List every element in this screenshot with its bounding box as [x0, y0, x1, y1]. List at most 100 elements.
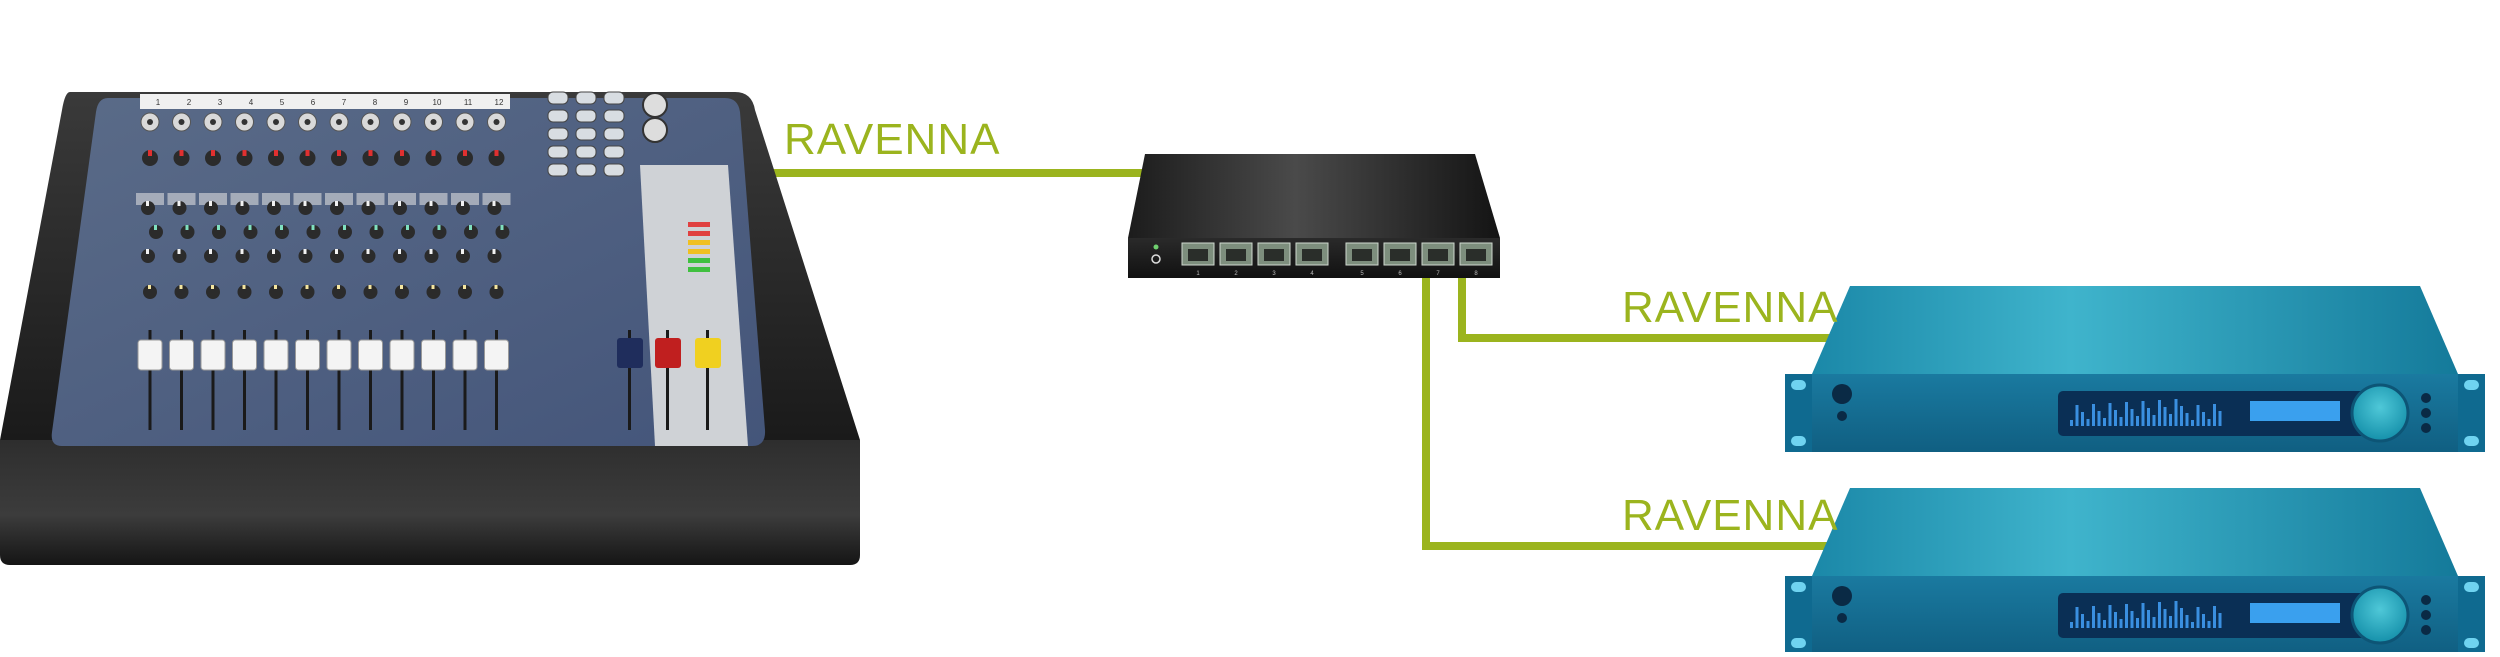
fader-track — [495, 330, 498, 430]
display-meter-bar — [2218, 411, 2222, 426]
level-meter-segment — [688, 267, 710, 272]
eq-knob-cap — [398, 249, 401, 254]
display-meter-bar — [2086, 419, 2090, 426]
pan-knob-icon — [395, 285, 409, 299]
xlr-pin — [430, 119, 437, 125]
power-button-icon — [1832, 586, 1852, 606]
gain-knob-icon — [488, 150, 505, 166]
channel-number-label: 8 — [373, 98, 378, 107]
eq-knob-icon — [369, 225, 384, 239]
display-meter-bar — [2207, 419, 2211, 426]
channel-number-label: 11 — [464, 98, 473, 107]
channel-strip — [199, 112, 227, 430]
display-meter-bar — [2218, 613, 2222, 628]
eq-knob-icon — [267, 201, 281, 215]
fader-track — [180, 330, 183, 430]
level-meter-segment — [688, 258, 710, 263]
ethernet-port-socket — [1188, 249, 1208, 261]
display-meter-bar — [2103, 418, 2106, 426]
control-knob-icon — [2350, 585, 2410, 645]
eq-knob-icon — [393, 249, 407, 263]
eq-knob-icon — [306, 225, 321, 239]
eq-knob-icon — [298, 249, 313, 263]
eq-knob-icon — [235, 249, 250, 263]
eq-knob-cap — [146, 249, 149, 254]
pan-knob-cap — [400, 285, 403, 289]
control-button-icon — [2421, 408, 2431, 418]
output-jack-icon — [575, 145, 597, 159]
fader-track — [274, 330, 278, 430]
gain-knob-cap — [211, 150, 215, 156]
master-xlr-icon — [642, 117, 668, 143]
connection-label-switch-device-2: RAVENNA — [1622, 491, 1839, 540]
eq-knob-cap — [406, 225, 409, 230]
power-button-icon — [1832, 384, 1852, 404]
channel-strip — [293, 112, 322, 430]
audio-devices — [1785, 286, 2485, 654]
audio-device-1 — [1785, 286, 2485, 452]
eq-knob-cap — [303, 249, 307, 254]
eq-knob-cap — [185, 225, 189, 230]
eq-knob-cap — [209, 201, 212, 206]
display-meter-bar — [2119, 417, 2123, 426]
xlr-pin — [210, 119, 216, 125]
fader-track — [306, 330, 309, 430]
ethernet-port-socket — [1226, 249, 1246, 261]
display-meter-bar — [2174, 399, 2178, 426]
rack-ear-hole — [2464, 436, 2479, 446]
eq-knob-cap — [272, 201, 275, 206]
display-meter-bar — [2152, 415, 2156, 426]
ethernet-port-socket — [1352, 249, 1372, 261]
eq-knob-icon — [330, 249, 344, 263]
channel-number-label: 3 — [218, 98, 223, 107]
xlr-pin — [304, 119, 311, 125]
eq-knob-icon — [432, 225, 447, 239]
eq-strip-bg — [136, 193, 164, 205]
display-meter-bar — [2169, 616, 2172, 628]
audio-device-2 — [1785, 488, 2485, 654]
rack-ear-hole — [1791, 582, 1806, 592]
device-top — [1812, 488, 2458, 576]
port-number-label: 1 — [1196, 271, 1200, 277]
eq-strip-bg — [356, 193, 385, 205]
eq-knob-icon — [361, 201, 376, 215]
display-meter-bar — [2180, 406, 2183, 426]
gain-knob-cap — [368, 150, 373, 156]
eq-knob-icon — [487, 249, 502, 263]
eq-knob-cap — [374, 225, 378, 230]
eq-knob-icon — [141, 249, 155, 263]
switch-top — [1128, 154, 1500, 238]
eq-knob-cap — [492, 249, 496, 254]
display-meter-bar — [2108, 605, 2112, 628]
status-led — [1837, 613, 1847, 623]
eq-knob-icon — [495, 225, 510, 239]
control-button-icon — [2421, 393, 2431, 403]
eq-strip-bg — [199, 193, 227, 205]
connection-label-switch-device-1: RAVENNA — [1622, 283, 1839, 332]
eq-knob-icon — [204, 249, 218, 263]
pan-knob-cap — [431, 285, 435, 289]
eq-knob-cap — [437, 225, 441, 230]
display-meter-bar — [2163, 609, 2167, 628]
eq-strip-bg — [230, 193, 259, 205]
eq-knob-icon — [424, 201, 439, 215]
eq-knob-cap — [177, 201, 181, 206]
eq-strip-bg — [167, 193, 196, 205]
port-number-label: 7 — [1436, 271, 1440, 277]
gain-knob-cap — [337, 150, 341, 156]
connection-line-3 — [1422, 276, 1850, 550]
channel-strips — [136, 91, 721, 430]
channel-number-label: 2 — [187, 98, 192, 107]
fader-cap-icon — [137, 339, 163, 371]
display-meter-bar — [2141, 603, 2145, 628]
channel-number-label: 12 — [495, 98, 504, 107]
fader-track — [463, 330, 467, 430]
eq-strip-bg — [451, 193, 479, 205]
xlr-pin — [399, 119, 405, 125]
pan-knob-cap — [274, 285, 277, 289]
